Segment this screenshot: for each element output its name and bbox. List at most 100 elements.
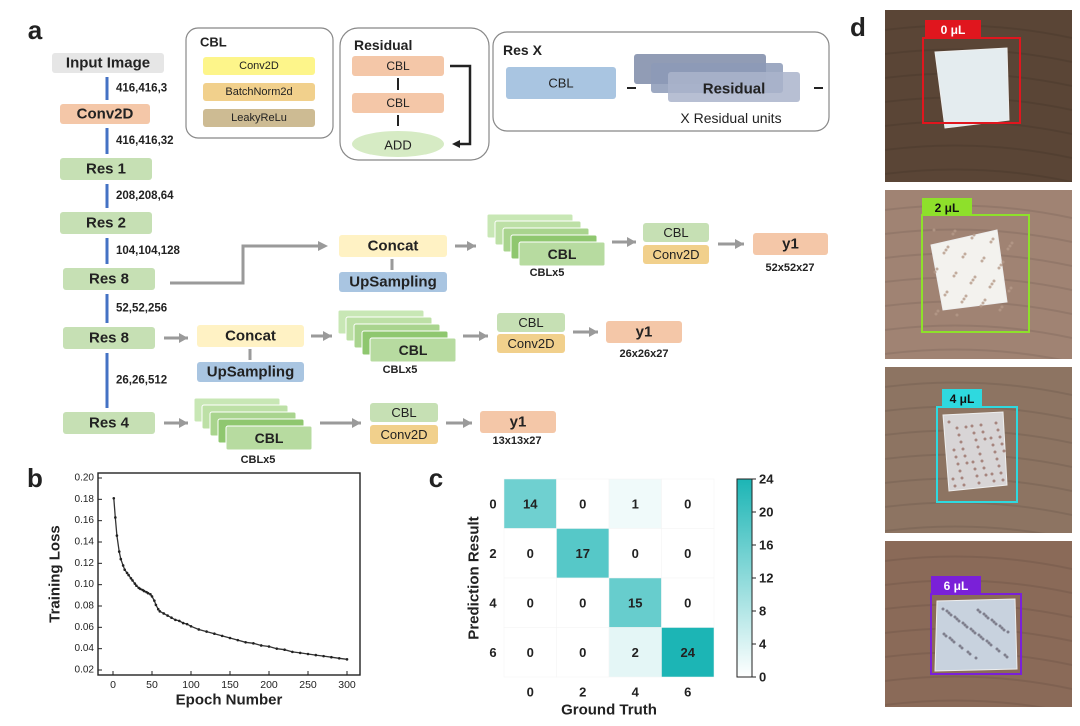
skin-texture	[885, 168, 1072, 182]
cbl-legend-item	[203, 57, 315, 75]
colorbar-tick-label: 0	[759, 670, 766, 685]
skin-texture	[885, 324, 1072, 339]
cbl-legend-item-label: BatchNorm2d	[225, 86, 292, 98]
heatmap-cell-value: 0	[527, 546, 534, 561]
sweat-speck	[935, 267, 939, 271]
sweat-speck	[998, 435, 1002, 439]
sweat-speck	[960, 476, 964, 480]
sweat-speck	[1002, 449, 1006, 453]
sweat-speck	[955, 426, 959, 430]
output-dim-label: 13x13x27	[493, 435, 542, 447]
loss-data-point	[156, 607, 160, 611]
loss-data-point	[197, 628, 201, 631]
colorbar-tick-label: 12	[759, 571, 773, 586]
panel-label-a: a	[28, 15, 43, 45]
output-box-label: y1	[510, 414, 527, 431]
sweat-speck	[979, 304, 983, 308]
output-box	[606, 321, 682, 343]
cbl-legend-item	[203, 109, 315, 127]
loss-data-point	[170, 616, 173, 620]
sweat-speck	[979, 423, 983, 427]
loss-data-point	[291, 650, 294, 654]
output-dim-label: 52x52x27	[766, 262, 815, 274]
photo-2ul: 2 μL	[885, 190, 1072, 359]
skin-texture	[885, 348, 1063, 359]
sweat-speck	[953, 484, 957, 488]
input-image-box-label: Input Image	[66, 55, 150, 72]
sweat-speck	[950, 638, 954, 642]
detection-label-bg	[931, 576, 981, 594]
arrow-head	[323, 331, 332, 341]
concat-box-top	[339, 235, 447, 257]
y-tick-label: 0.02	[75, 665, 95, 676]
loss-data-point	[306, 652, 310, 656]
heatmap-cell	[556, 528, 610, 579]
arrow-head	[735, 239, 744, 249]
sweat-speck	[947, 611, 951, 615]
arrow-head	[463, 418, 472, 428]
loss-data-point	[181, 621, 185, 625]
sweat-speck	[971, 278, 975, 282]
sweat-speck	[991, 237, 995, 241]
add-node	[352, 131, 444, 157]
loss-data-point	[153, 599, 156, 602]
detection-label: 4 μL	[950, 392, 975, 406]
sweat-speck	[976, 445, 980, 449]
residual-cbl-box	[352, 56, 444, 76]
detection-box	[921, 214, 1030, 333]
skin-texture	[885, 144, 1072, 159]
add-label: ADD	[384, 138, 411, 153]
sweat-speck	[975, 474, 979, 478]
cbl-stack-label: CBL	[399, 342, 428, 358]
sweat-speck	[973, 275, 977, 279]
sweat-speck	[964, 294, 968, 298]
sweat-speck	[987, 641, 991, 645]
loss-data-point	[125, 571, 129, 575]
sweat-speck	[936, 309, 940, 313]
heatmap-cell-value: 1	[632, 496, 639, 511]
loss-data-point	[330, 655, 333, 659]
arrow-head	[627, 237, 636, 247]
cbl-stack-label: CBL	[548, 246, 577, 262]
dimension-label: 52,52,256	[116, 303, 167, 315]
backbone-res-box-label: Res 8	[89, 271, 129, 288]
head-conv2d-box-label: Conv2D	[508, 336, 555, 351]
sweat-speck	[951, 477, 955, 481]
dimension-label: 416,416,3	[116, 83, 167, 95]
x-tick-label: 250	[299, 679, 317, 691]
arrow-head	[589, 327, 598, 337]
loss-data-point	[185, 622, 189, 626]
sweat-speck	[998, 624, 1002, 628]
loss-data-point	[146, 591, 150, 595]
panel-label-b: b	[27, 463, 43, 493]
head-conv2d-box	[643, 245, 709, 264]
backbone-res-box	[63, 268, 155, 290]
output-box	[480, 411, 556, 433]
head-conv2d-box	[497, 334, 565, 353]
sweat-speck	[933, 270, 937, 274]
loss-data-point	[244, 640, 247, 644]
loss-data-point	[139, 587, 142, 591]
cbl-stack-layer	[369, 337, 457, 363]
backbone-res-box-label: Res 1	[86, 161, 126, 178]
y-category-label: 6	[489, 645, 496, 660]
y-tick-label: 0.14	[75, 537, 95, 548]
dimension-label: 208,208,64	[116, 190, 174, 202]
sweat-speck	[974, 656, 978, 660]
x-category-label: 0	[527, 685, 534, 700]
concat-box-mid-label: Concat	[225, 328, 276, 345]
resx-legend-title: Res X	[503, 42, 543, 58]
sweat-speck	[973, 467, 977, 471]
arrow-head	[179, 333, 188, 343]
loss-data-point	[119, 557, 123, 561]
sweat-speck	[943, 293, 947, 297]
sweat-speck	[979, 635, 983, 639]
detection-label: 0 μL	[941, 23, 966, 37]
sweat-speck	[946, 245, 950, 249]
sweat-speck	[982, 256, 986, 260]
sweat-speck	[1010, 241, 1014, 245]
heatmap-cell-value: 0	[579, 645, 586, 660]
sweat-speck	[968, 652, 972, 656]
sensor-patch	[930, 229, 1008, 311]
